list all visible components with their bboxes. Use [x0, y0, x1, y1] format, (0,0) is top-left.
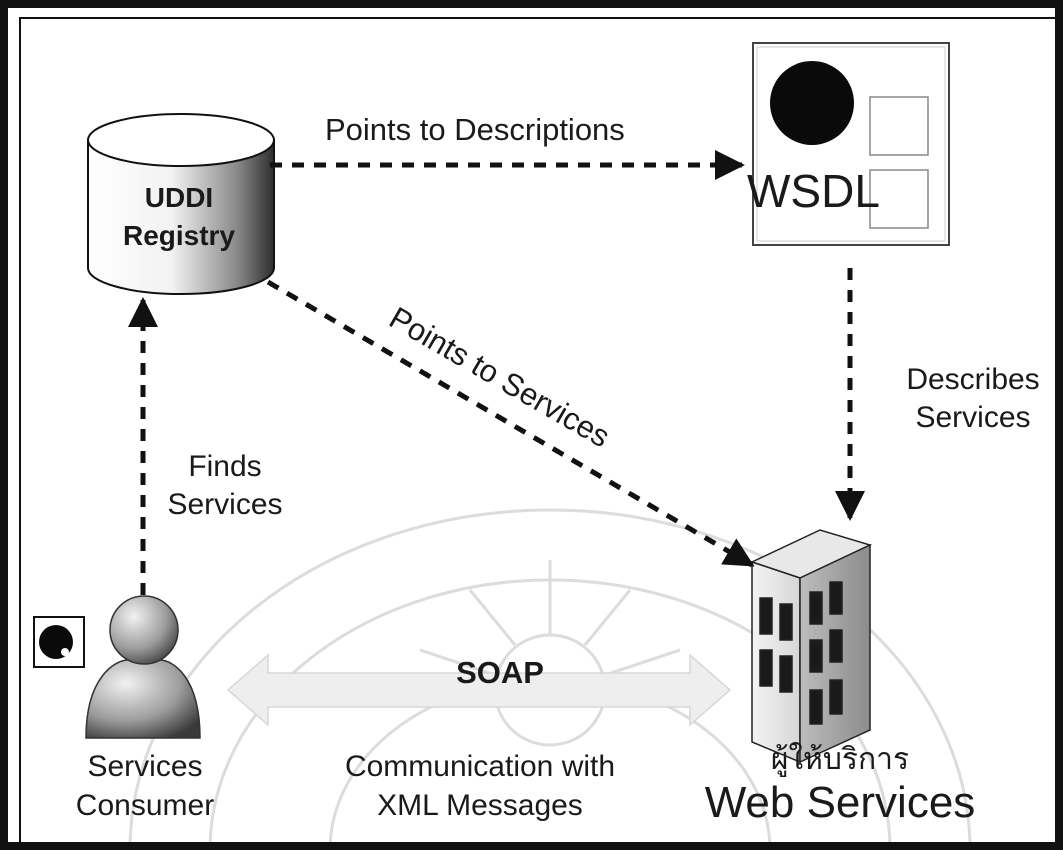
web-services-thai-label: ผู้ให้บริการ [770, 743, 910, 776]
soap-title: SOAP [456, 655, 544, 690]
arrow-points-to-services [266, 279, 755, 568]
soap-line2: XML Messages [377, 789, 583, 822]
finds-services-line2: Services [167, 488, 283, 521]
describes-services-line1: Describes [906, 363, 1040, 396]
consumer-person-icon [85, 595, 201, 739]
soap-line1: Communication with [344, 750, 616, 783]
consumer-label-line2: Consumer [75, 789, 215, 822]
wsdl-black-circle [770, 61, 854, 145]
uddi-registry-cylinder [87, 113, 275, 295]
consumer-label-line1: Services [87, 750, 203, 783]
points-to-descriptions-label: Points to Descriptions [325, 112, 625, 147]
consumer-badge-icon [33, 616, 85, 668]
wsdl-box-upper [869, 96, 929, 156]
finds-services-line1: Finds [188, 450, 262, 483]
wsdl-label: WSDL [747, 165, 880, 217]
soap-exchange-band [226, 653, 732, 727]
web-services-label: Web Services [704, 778, 976, 827]
registry-label-uddi: UDDI [144, 182, 214, 213]
wsdl-document [752, 42, 950, 246]
describes-services-line2: Services [915, 401, 1031, 434]
registry-label-registry: Registry [122, 220, 236, 251]
web-services-building [749, 529, 873, 764]
inner-frame [19, 17, 1062, 846]
wsdl-box-lower [869, 169, 929, 229]
